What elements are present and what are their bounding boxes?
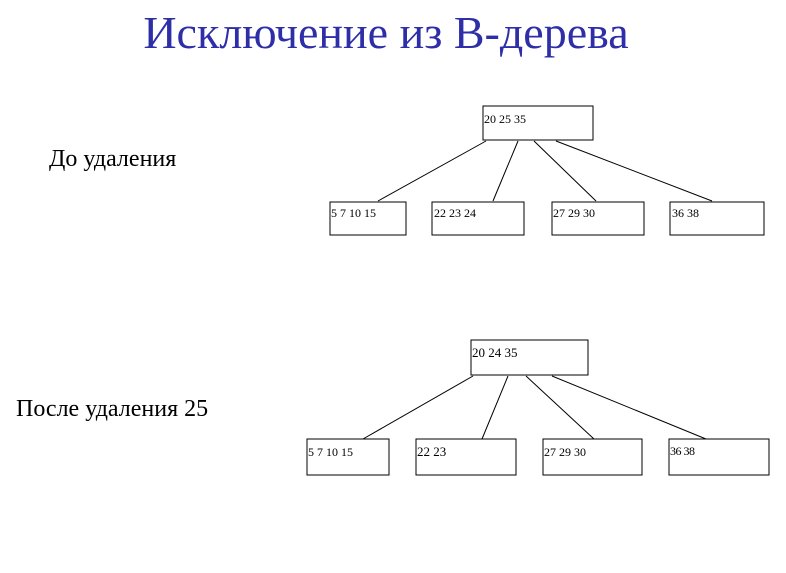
child-keys-after-1: 5 7 10 15	[308, 445, 353, 459]
after-deletion-label: После удаления 25	[16, 396, 209, 422]
child-keys-after-2: 22 23	[417, 444, 446, 459]
edge-after-4	[551, 375, 707, 440]
tree-before: 20 25 35 5 7 10 15 22 23 24 27 29 30 36 …	[329, 105, 765, 236]
child-keys-before-1: 5 7 10 15	[331, 206, 376, 220]
edge-before-3	[533, 140, 597, 202]
edge-after-3	[525, 375, 595, 440]
child-node-after-1: 5 7 10 15	[306, 438, 390, 476]
child-node-after-2: 22 23	[415, 438, 517, 476]
child-node-before-1: 5 7 10 15	[329, 201, 407, 236]
root-keys-before: 20 25 35	[484, 112, 526, 126]
edge-before-4	[555, 140, 713, 202]
tree-after: 20 24 35 5 7 10 15 22 23 27 29 30 36 38	[306, 339, 770, 476]
edge-before-1	[377, 140, 487, 202]
child-node-after-4: 36 38	[668, 438, 770, 476]
child-keys-after-4: 36 38	[670, 444, 695, 458]
child-node-before-3: 27 29 30	[551, 201, 645, 236]
slide-title: Исключение из B-дерева	[143, 7, 629, 58]
child-node-after-3: 27 29 30	[542, 438, 643, 476]
root-node-before: 20 25 35	[482, 105, 594, 141]
child-keys-before-4: 36 38	[672, 206, 699, 220]
edge-after-1	[362, 375, 474, 440]
root-node-after: 20 24 35	[470, 339, 589, 376]
edge-after-2	[481, 375, 509, 440]
before-deletion-label: До удаления	[49, 146, 177, 172]
child-node-before-4: 36 38	[669, 201, 765, 236]
child-keys-after-3: 27 29 30	[544, 445, 586, 459]
child-node-before-2: 22 23 24	[431, 201, 525, 236]
edge-before-2	[492, 140, 519, 202]
child-keys-before-2: 22 23 24	[434, 206, 476, 220]
child-keys-before-3: 27 29 30	[553, 206, 595, 220]
root-keys-after: 20 24 35	[472, 345, 518, 360]
